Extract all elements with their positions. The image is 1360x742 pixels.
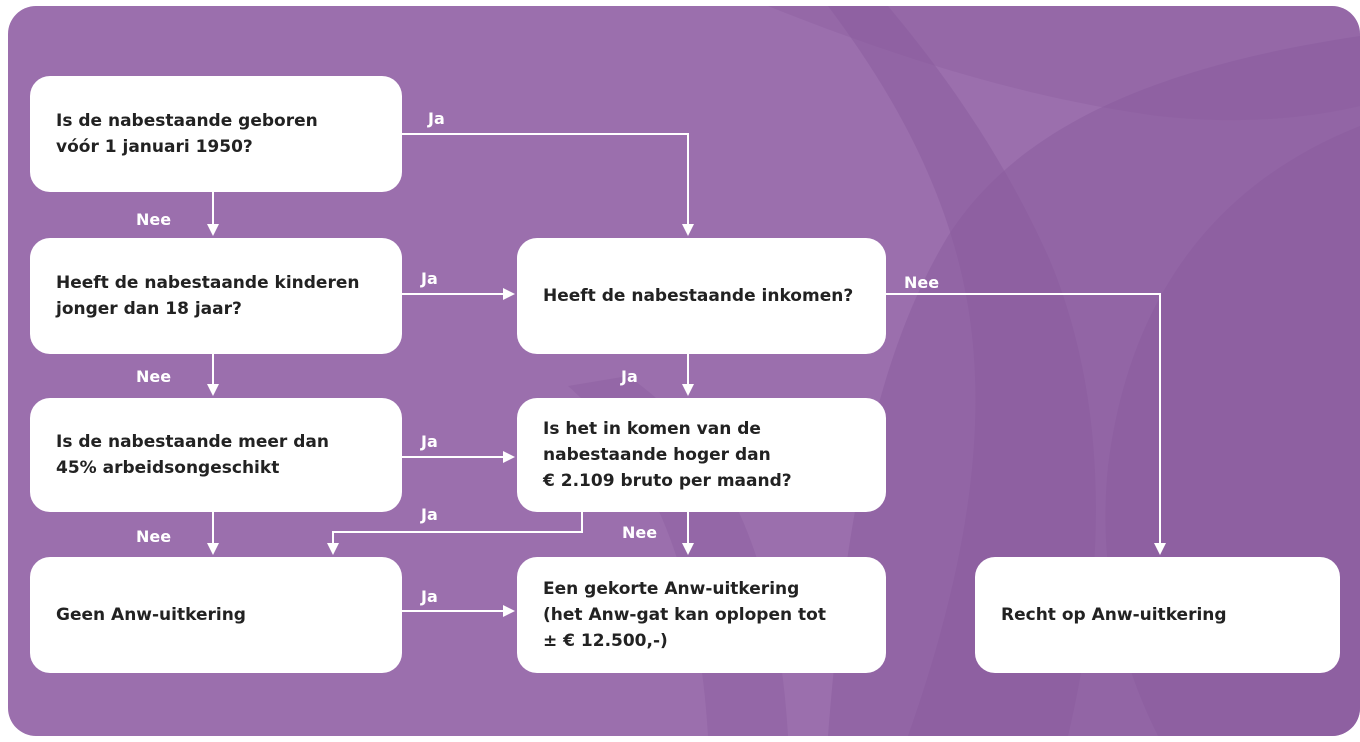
- box-line: ± € 12.500,-): [543, 631, 668, 651]
- label-nee-higher: Nee: [622, 523, 658, 542]
- label-ja-income: Ja: [621, 367, 638, 386]
- question-income-higher: Is het in komen van de nabestaande hoger…: [517, 398, 886, 512]
- box-line: Recht op Anw-uitkering: [1001, 605, 1227, 625]
- label-nee-income: Nee: [904, 273, 940, 292]
- label-ja-disabled: Ja: [421, 432, 438, 451]
- question-born-before-1950: Is de nabestaande geboren vóór 1 januari…: [30, 76, 402, 192]
- result-reduced-anw: Een gekorte Anw-uitkering (het Anw-gat k…: [517, 557, 886, 673]
- question-disabled-45: Is de nabestaande meer dan 45% arbeidson…: [30, 398, 402, 512]
- box-line: (het Anw-gat kan oplopen tot: [543, 605, 826, 625]
- label-ja-children: Ja: [421, 269, 438, 288]
- box-line: € 2.109 bruto per maand?: [543, 471, 792, 491]
- label-nee-disabled: Nee: [136, 527, 172, 546]
- question-children-under-18: Heeft de nabestaande kinderen jonger dan…: [30, 238, 402, 354]
- box-line: nabestaande hoger dan: [543, 445, 771, 465]
- box-line: Is het in komen van de: [543, 419, 761, 439]
- label-nee-children: Nee: [136, 367, 172, 386]
- box-line: jonger dan 18 jaar?: [56, 299, 242, 319]
- box-line: vóór 1 januari 1950?: [56, 137, 253, 157]
- label-ja-higher: Ja: [421, 505, 438, 524]
- box-line: Heeft de nabestaande kinderen: [56, 273, 360, 293]
- label-ja-born: Ja: [428, 109, 445, 128]
- box-line: Heeft de nabestaande inkomen?: [543, 286, 854, 306]
- label-nee-born: Nee: [136, 210, 172, 229]
- result-full-anw: Recht op Anw-uitkering: [975, 557, 1340, 673]
- box-line: Geen Anw-uitkering: [56, 605, 246, 625]
- box-line: Is de nabestaande geboren: [56, 111, 318, 131]
- box-line: Een gekorte Anw-uitkering: [543, 579, 800, 599]
- box-line: 45% arbeidsongeschikt: [56, 458, 280, 478]
- result-no-anw: Geen Anw-uitkering: [30, 557, 402, 673]
- box-line: Is de nabestaande meer dan: [56, 432, 329, 452]
- question-has-income: Heeft de nabestaande inkomen?: [517, 238, 886, 354]
- flowchart-panel: Is de nabestaande geboren vóór 1 januari…: [8, 6, 1360, 736]
- label-ja-none: Ja: [421, 587, 438, 606]
